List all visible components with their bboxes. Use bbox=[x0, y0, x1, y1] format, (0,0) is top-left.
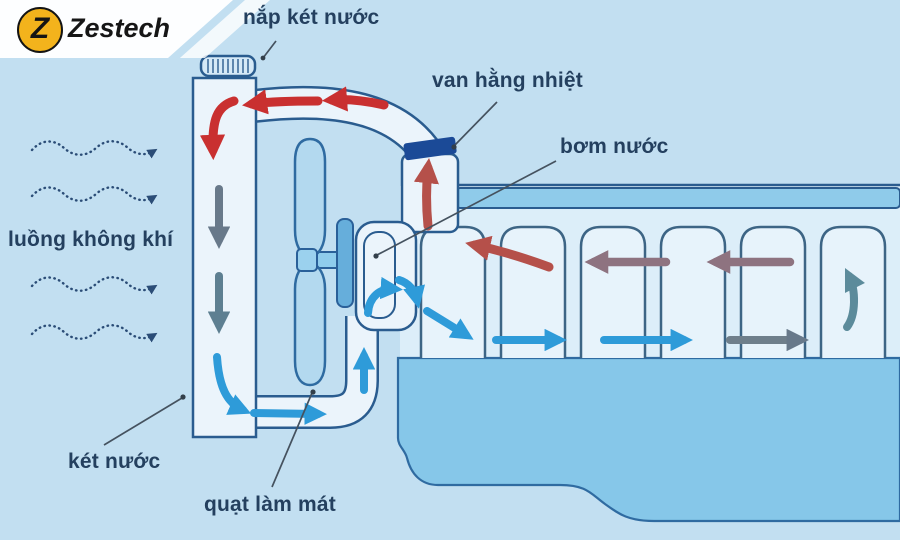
label-radiator-cap: nắp két nước bbox=[243, 6, 380, 29]
cooling-fan bbox=[293, 137, 354, 387]
engine-block bbox=[396, 183, 900, 523]
label-cooling-fan: quạt làm mát bbox=[204, 493, 336, 516]
turn-flow-arrow bbox=[843, 267, 866, 331]
cool-flow-arrow bbox=[250, 402, 327, 425]
air-flow-arrows bbox=[30, 140, 158, 343]
hot-flow-arrow bbox=[465, 235, 554, 272]
label-water-pump: bơm nước bbox=[560, 135, 669, 158]
air-flow-arrow bbox=[30, 186, 158, 205]
zestech-logo-icon: Z bbox=[17, 7, 63, 53]
cool-flow-arrow bbox=[364, 276, 403, 317]
air-flow-arrow bbox=[30, 276, 158, 295]
pointer-thermostat bbox=[453, 101, 498, 147]
thermostat-valve bbox=[403, 136, 457, 161]
radiator bbox=[191, 54, 258, 439]
air-flow-arrow bbox=[30, 140, 158, 159]
fan-pulley bbox=[336, 218, 354, 308]
hot-flow-arrow bbox=[199, 96, 239, 161]
label-thermostat: van hằng nhiệt bbox=[432, 69, 583, 92]
hot-coolant-arrows bbox=[199, 86, 795, 274]
air-flow-arrow bbox=[30, 324, 158, 343]
label-air-flow: luồng không khí bbox=[8, 228, 174, 251]
label-radiator: két nước bbox=[68, 450, 161, 473]
hot-flow-arrow bbox=[321, 86, 389, 112]
pointer-radiator-cap bbox=[262, 40, 277, 59]
cool-flow-arrow bbox=[213, 353, 252, 415]
engine-head-gasket-strip bbox=[455, 187, 900, 209]
cool-coolant-arrows bbox=[207, 185, 866, 425]
pointer-cooling-fan bbox=[271, 392, 313, 488]
pump-inlet-detail bbox=[363, 231, 396, 319]
brand-name: Zestech bbox=[68, 13, 171, 43]
engine-sump bbox=[396, 356, 900, 523]
fan-hub bbox=[296, 248, 318, 272]
upper-hose bbox=[252, 85, 439, 161]
cool-flow-arrow bbox=[395, 276, 426, 309]
pointer-radiator bbox=[103, 397, 183, 446]
cool-flow-arrow bbox=[423, 307, 474, 340]
hot-flow-arrow bbox=[413, 157, 439, 231]
pointer-lines bbox=[103, 40, 557, 488]
radiator-cap-ribs bbox=[207, 59, 249, 73]
logo-letter: Z bbox=[30, 12, 50, 45]
hot-flow-arrow bbox=[242, 89, 323, 115]
pointer-water-pump bbox=[376, 160, 557, 256]
